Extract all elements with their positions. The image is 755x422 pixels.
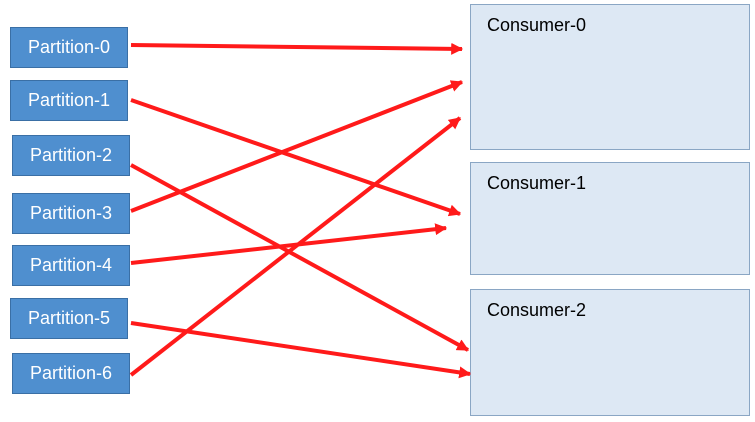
arrow-partition-0-to-consumer-0 (130, 42, 464, 55)
partition-3-box: Partition-3 (12, 193, 130, 234)
consumer-2-box: Consumer-2 (470, 289, 750, 416)
partition-5-box: Partition-5 (10, 298, 128, 339)
partition-6-box: Partition-6 (12, 353, 130, 394)
partition-6-label: Partition-6 (29, 363, 113, 383)
arrow-partition-3-to-consumer-0 (130, 80, 464, 213)
partition-5-label: Partition-5 (27, 308, 111, 328)
partition-3-label: Partition-3 (29, 203, 113, 223)
arrow-partition-6-to-consumer-0 (129, 116, 462, 377)
consumer-0-label: Consumer-0 (487, 15, 587, 35)
consumer-1-label: Consumer-1 (487, 173, 587, 193)
consumer-2-label: Consumer-2 (487, 300, 587, 320)
partition-1-box: Partition-1 (10, 80, 128, 121)
partition-1-label: Partition-1 (27, 90, 111, 110)
partition-0-box: Partition-0 (10, 27, 128, 68)
partition-0-label: Partition-0 (27, 37, 111, 57)
arrow-partition-5-to-consumer-2 (130, 321, 472, 379)
partition-4-label: Partition-4 (29, 255, 113, 275)
partition-2-label: Partition-2 (29, 145, 113, 165)
arrow-partition-4-to-consumer-1 (130, 223, 448, 265)
consumer-1-box: Consumer-1 (470, 162, 750, 275)
partition-2-box: Partition-2 (12, 135, 130, 176)
consumer-0-box: Consumer-0 (470, 4, 750, 150)
arrow-partition-2-to-consumer-2 (130, 163, 470, 352)
arrow-partition-1-to-consumer-1 (130, 98, 462, 217)
partition-4-box: Partition-4 (12, 245, 130, 286)
